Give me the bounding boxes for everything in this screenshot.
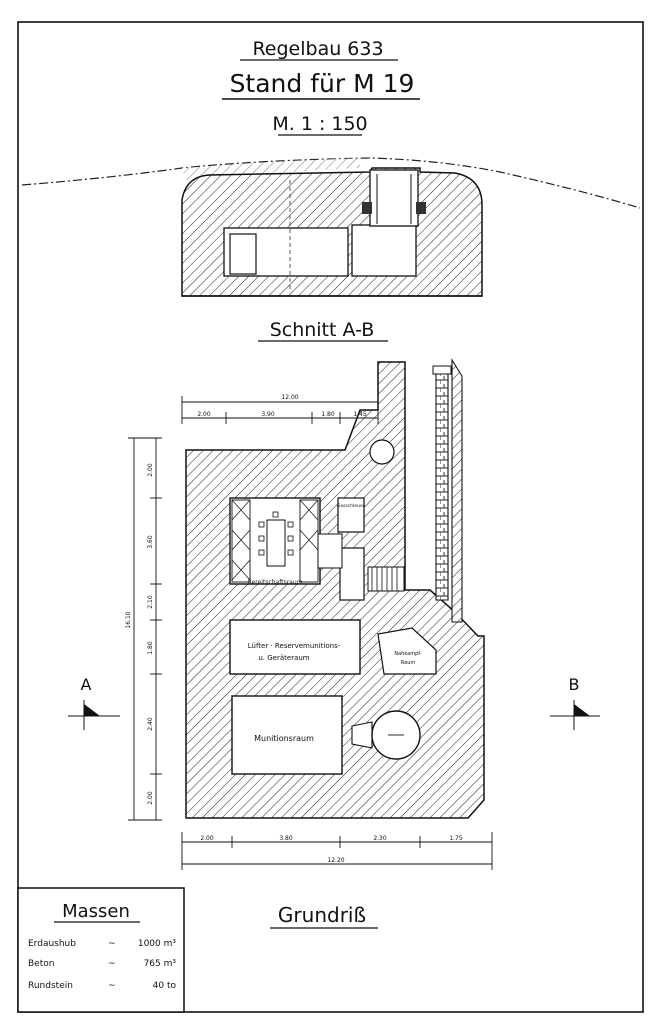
dim-top-total: 12.00 <box>281 394 298 401</box>
title-scale: M. 1 : 150 <box>272 113 367 135</box>
dims-top <box>181 396 379 424</box>
massen-row-3-value: 40 to <box>153 981 177 991</box>
floor-plan: Bereitschaftsraum Gasschleuse Lüfter · R… <box>68 358 600 929</box>
room-label-nahkampf-2: Raum <box>401 660 416 666</box>
dim-bottom-b: 3.80 <box>279 835 293 842</box>
dim-left-f: 2.00 <box>147 791 154 805</box>
section-chamber-right <box>351 224 417 277</box>
massen-box <box>17 887 185 1013</box>
plan-label: Grundriß <box>278 903 366 927</box>
massen-row-1-label: Erdaushub <box>28 939 76 949</box>
marker-b-arrow-icon <box>574 704 590 716</box>
room-luefter <box>229 619 361 675</box>
section-marker-a: A <box>68 675 120 730</box>
table-icon <box>266 519 286 567</box>
room-munitionsraum <box>231 695 343 775</box>
dims-left <box>128 437 162 821</box>
massen-row-2-label: Beton <box>28 959 54 969</box>
massen-row-3-label: Rundstein <box>28 981 73 991</box>
massen-row-1-sep: ~ <box>108 939 116 949</box>
plan-wing-wall <box>435 369 449 601</box>
dim-left-total: 16.10 <box>125 611 132 628</box>
title-block: Regelbau 633 Stand für M 19 M. 1 : 150 <box>222 38 420 136</box>
room-label-nahkampf-1: Nahkampf- <box>394 651 421 657</box>
massen-table: Massen Erdaushub ~ 1000 m³ Beton ~ 765 m… <box>17 887 185 1013</box>
room-nahkampf <box>377 627 437 675</box>
dim-bottom-c: 2.30 <box>373 835 387 842</box>
dim-bottom-d: 1.75 <box>449 835 463 842</box>
mortar-pit-icon <box>351 710 421 760</box>
dim-left-a: 2.00 <box>147 463 154 477</box>
room-label-munition: Munitionsraum <box>254 734 314 743</box>
section-marker-b: B <box>550 675 600 730</box>
dims-bottom <box>181 832 493 870</box>
dim-top-c: 1.80 <box>321 411 335 418</box>
terrain-line <box>21 157 641 209</box>
room-label-gasschleuse: Gasschleuse <box>337 503 365 509</box>
dim-bottom-total: 12.20 <box>327 857 344 864</box>
cupola-icon <box>362 169 426 227</box>
massen-row-2-value: 765 m³ <box>144 959 177 969</box>
dim-top-b: 3.90 <box>261 411 275 418</box>
marker-b-label: B <box>569 675 580 694</box>
room-gasschleuse <box>337 497 365 533</box>
dim-left-d: 1.80 <box>147 641 154 655</box>
massen-row-3-sep: ~ <box>108 981 116 991</box>
room-label-luefter-2: u. Geräteraum <box>258 654 309 662</box>
marker-a-arrow-icon <box>84 704 100 716</box>
dim-bottom-a: 2.00 <box>200 835 214 842</box>
marker-a-label: A <box>81 675 92 694</box>
section-label: Schnitt A-B <box>270 319 375 341</box>
room-label-luefter-1: Lüfter · Reservemunitions- <box>248 642 341 650</box>
massen-row-1-value: 1000 m³ <box>138 939 177 949</box>
massen-title: Massen <box>62 901 130 922</box>
section-drawing: Schnitt A-B <box>21 157 641 342</box>
title-regelbau: Regelbau 633 <box>252 38 383 60</box>
dim-left-e: 2.40 <box>147 717 154 731</box>
title-stand: Stand für M 19 <box>230 69 415 98</box>
dim-left-b: 3.60 <box>147 535 154 549</box>
dim-top-d: 1.45 <box>353 411 367 418</box>
plan-round-pit-upper <box>369 439 395 465</box>
dim-top-a: 2.00 <box>197 411 211 418</box>
sheet-border <box>17 21 644 1013</box>
room-label-bereitschaft: Bereitschaftsraum <box>247 579 302 586</box>
massen-row-2-sep: ~ <box>108 959 116 969</box>
dim-left-c: 2.10 <box>147 595 154 609</box>
